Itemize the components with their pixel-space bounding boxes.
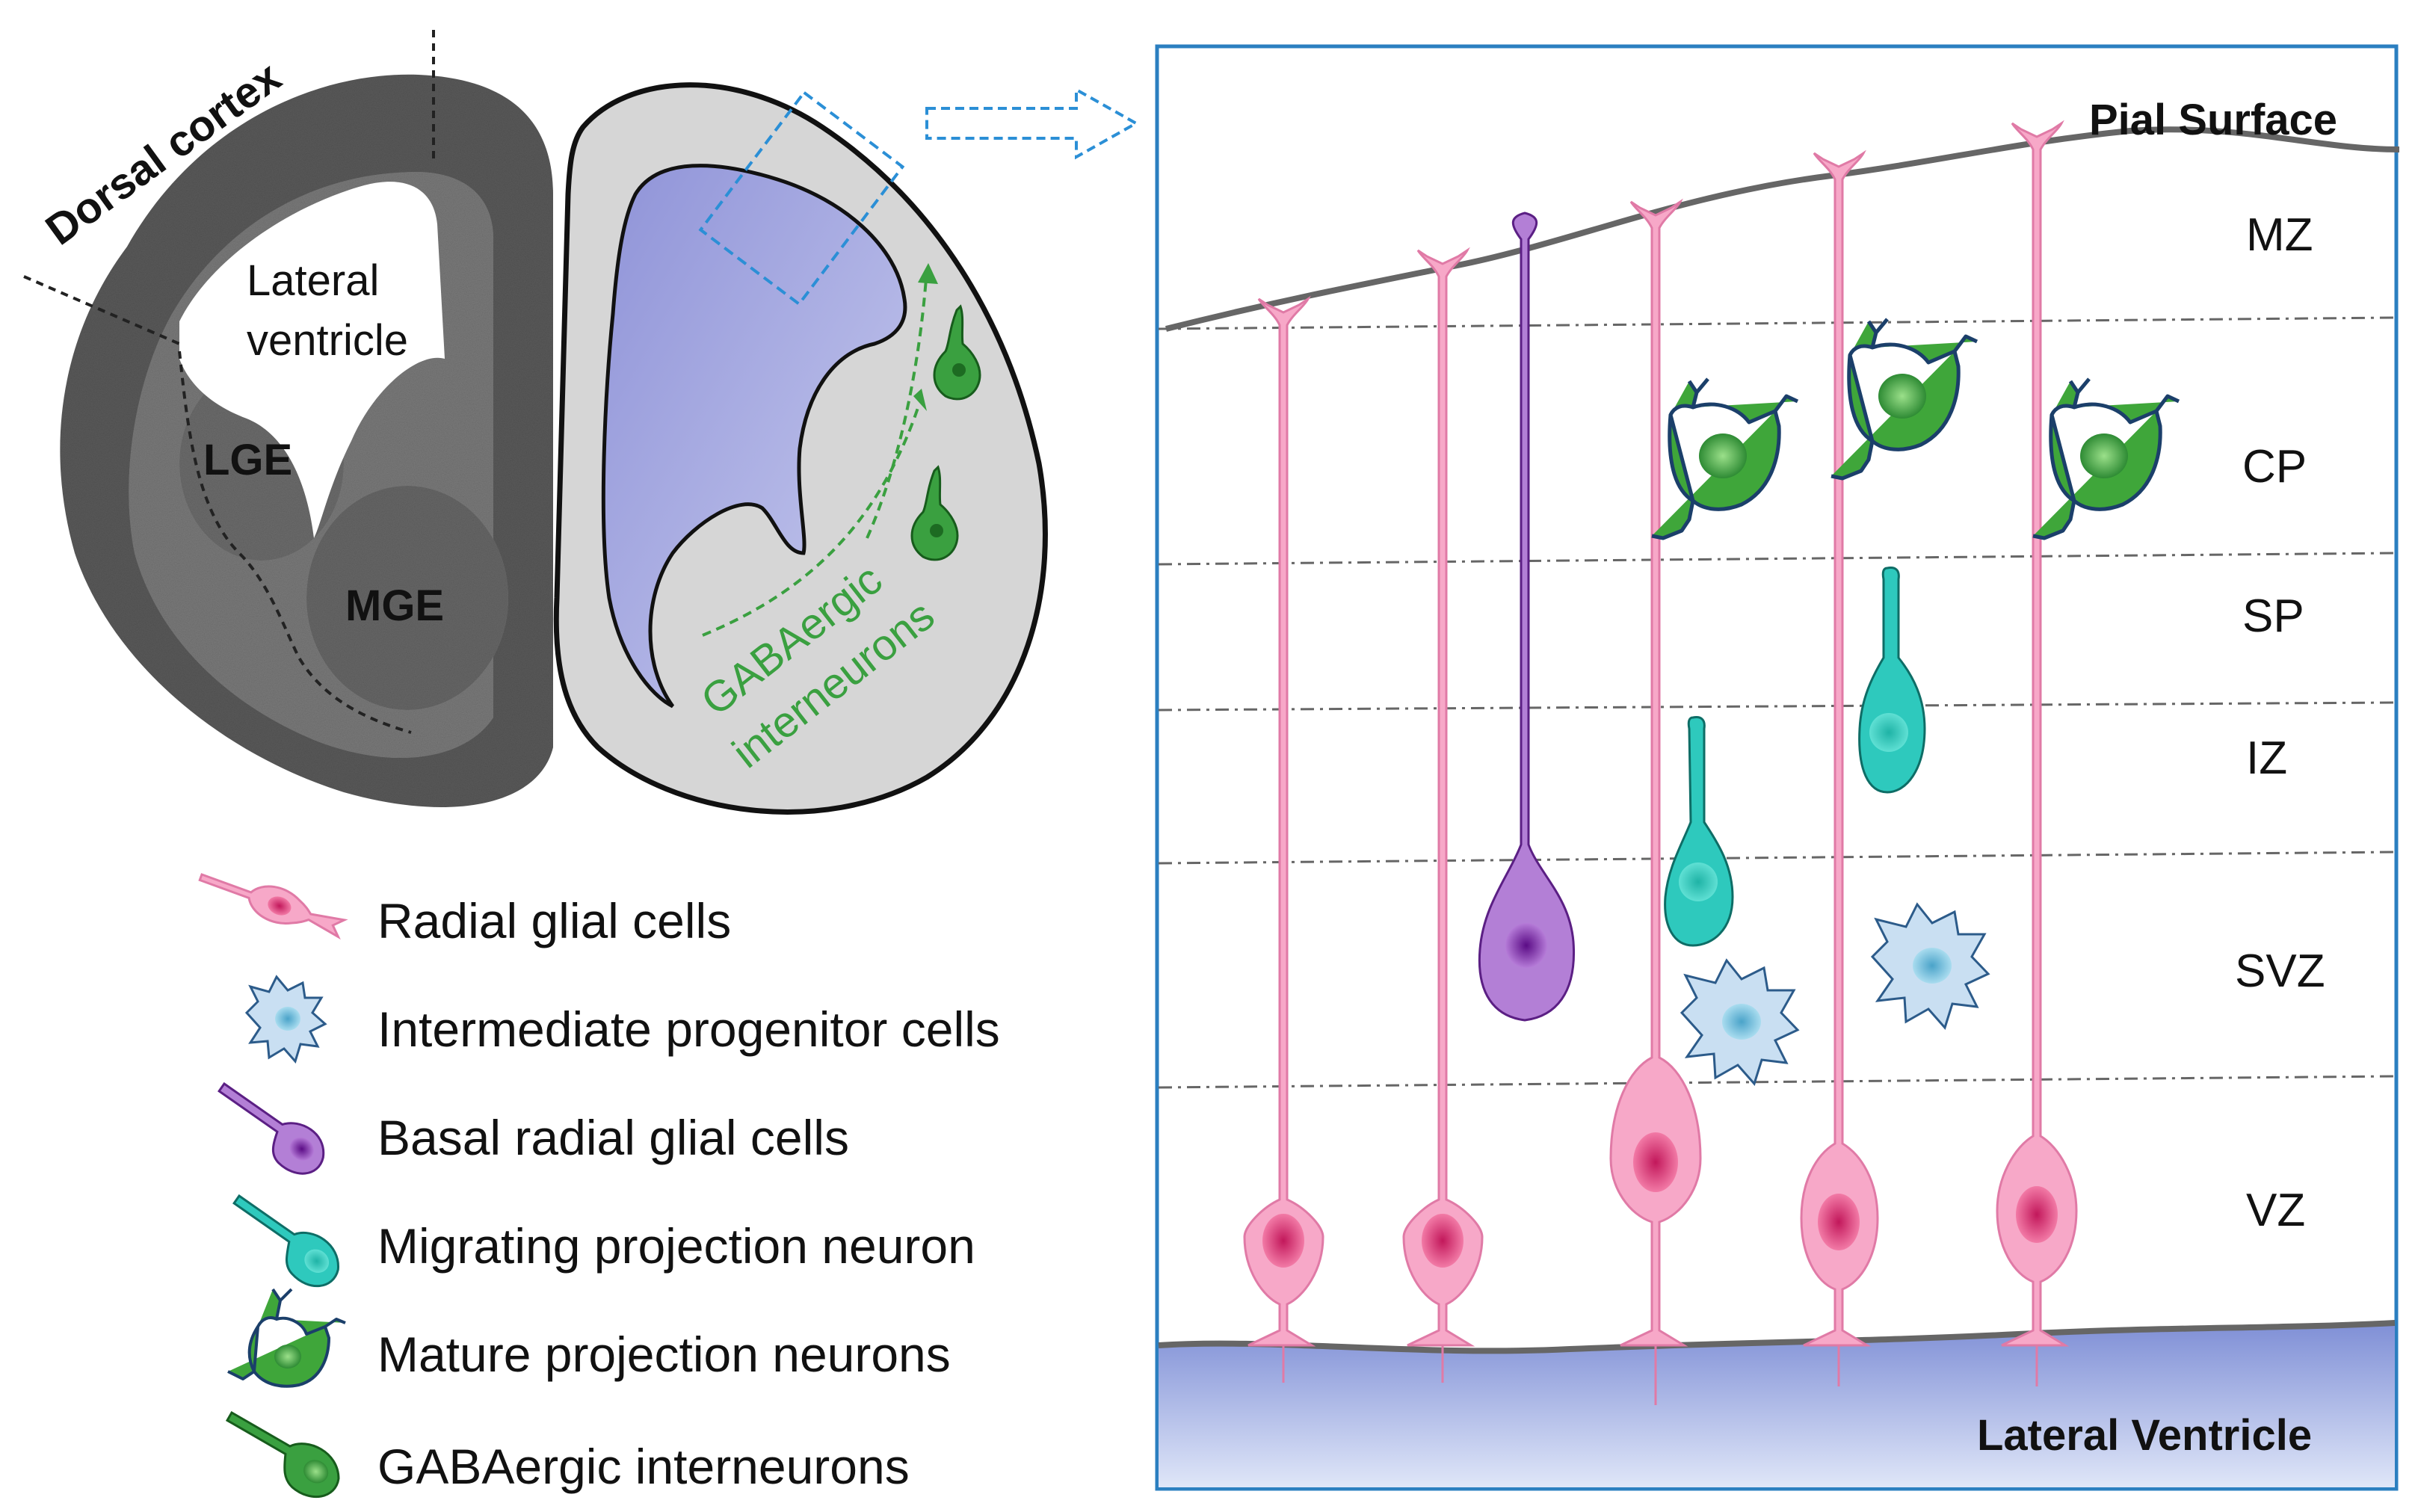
mature-projection-neuron [2032,377,2180,540]
intermediate-progenitor-cell [1680,958,1800,1086]
legend-label-radial-glial: Radial glial cells [377,893,731,948]
ge-boundary-line [178,351,412,734]
lge-label: LGE [203,436,292,484]
pial-surface-label: Pial Surface [2089,96,2337,144]
intermediate-progenitor-cell [1870,902,1990,1030]
cortex-panel: Pial Surface Lateral Ventricle MZ CP SP … [1155,44,2400,1491]
migrating-projection-neuron [1858,567,1926,794]
schematic-interneuron [910,465,959,561]
legend-label-basal-radial-glial: Basal radial glial cells [377,1110,849,1165]
lateral-label: Lateral [247,256,379,305]
mature-projection-neuron-icon [227,1288,346,1388]
schematic-interneuron [933,304,981,401]
layer-label-svz: SVZ [2235,945,2325,997]
intermediate-progenitor-cell-icon [244,975,327,1064]
zoom-arrow [925,87,1140,160]
layer-label-mz: MZ [2246,209,2313,261]
legend: Radial glial cells Intermediate progenit… [198,873,1000,1499]
layer-label-cp: CP [2242,441,2307,493]
legend-label-intermediate-progenitor: Intermediate progenitor cells [377,1002,1000,1057]
layer-boundaries [1158,316,2396,1089]
basal-radial-glial-cell-icon [218,1081,325,1175]
lateral-ventricle-bottom-label: Lateral Ventricle [1977,1411,2312,1460]
schematic-ventricle [601,164,907,709]
radial-glial-cell [1996,120,2078,1386]
migration-arrow [866,268,928,539]
cortex-boundary-line [23,275,180,345]
legend-label-mature-projection: Mature projection neurons [377,1327,951,1382]
ventricle-fill [1159,1323,2395,1487]
layer-label-iz: IZ [2246,732,2287,784]
radial-glial-cell [1800,149,1879,1386]
mature-projection-neuron [1651,377,1799,540]
radial-glial-cell [1243,295,1324,1383]
radial-glial-cell-icon [198,873,348,940]
migrating-projection-neuron-icon [232,1194,339,1288]
mge-label: MGE [345,581,444,630]
brain-section: Dorsal cortex Lateral ventricle LGE MGE [23,30,554,808]
ventricle-label: ventricle [247,316,408,365]
mature-projection-neuron [1830,318,1978,481]
radial-glial-cell [1609,198,1702,1405]
migrating-projection-neuron [1664,716,1734,947]
gabaergic-interneuron-icon [225,1410,340,1499]
layer-label-sp: SP [2242,590,2304,642]
pial-surface-line [1165,126,2400,332]
migration-arrow [702,403,921,637]
hemisphere-schematic: GABAergic interneurons [553,82,1140,815]
lateral-ventricle-space [179,182,445,538]
ventricular-surface-line [1158,1320,2396,1354]
legend-label-migrating-projection: Migrating projection neuron [377,1218,975,1274]
radial-glial-cell [1402,247,1484,1383]
panel-frame [1155,44,2399,1491]
mge-eminence [306,486,508,710]
basal-radial-glial-cell [1478,212,1576,1022]
layer-label-vz: VZ [2246,1185,2305,1236]
legend-label-gabaergic: GABAergic interneurons [377,1439,910,1494]
